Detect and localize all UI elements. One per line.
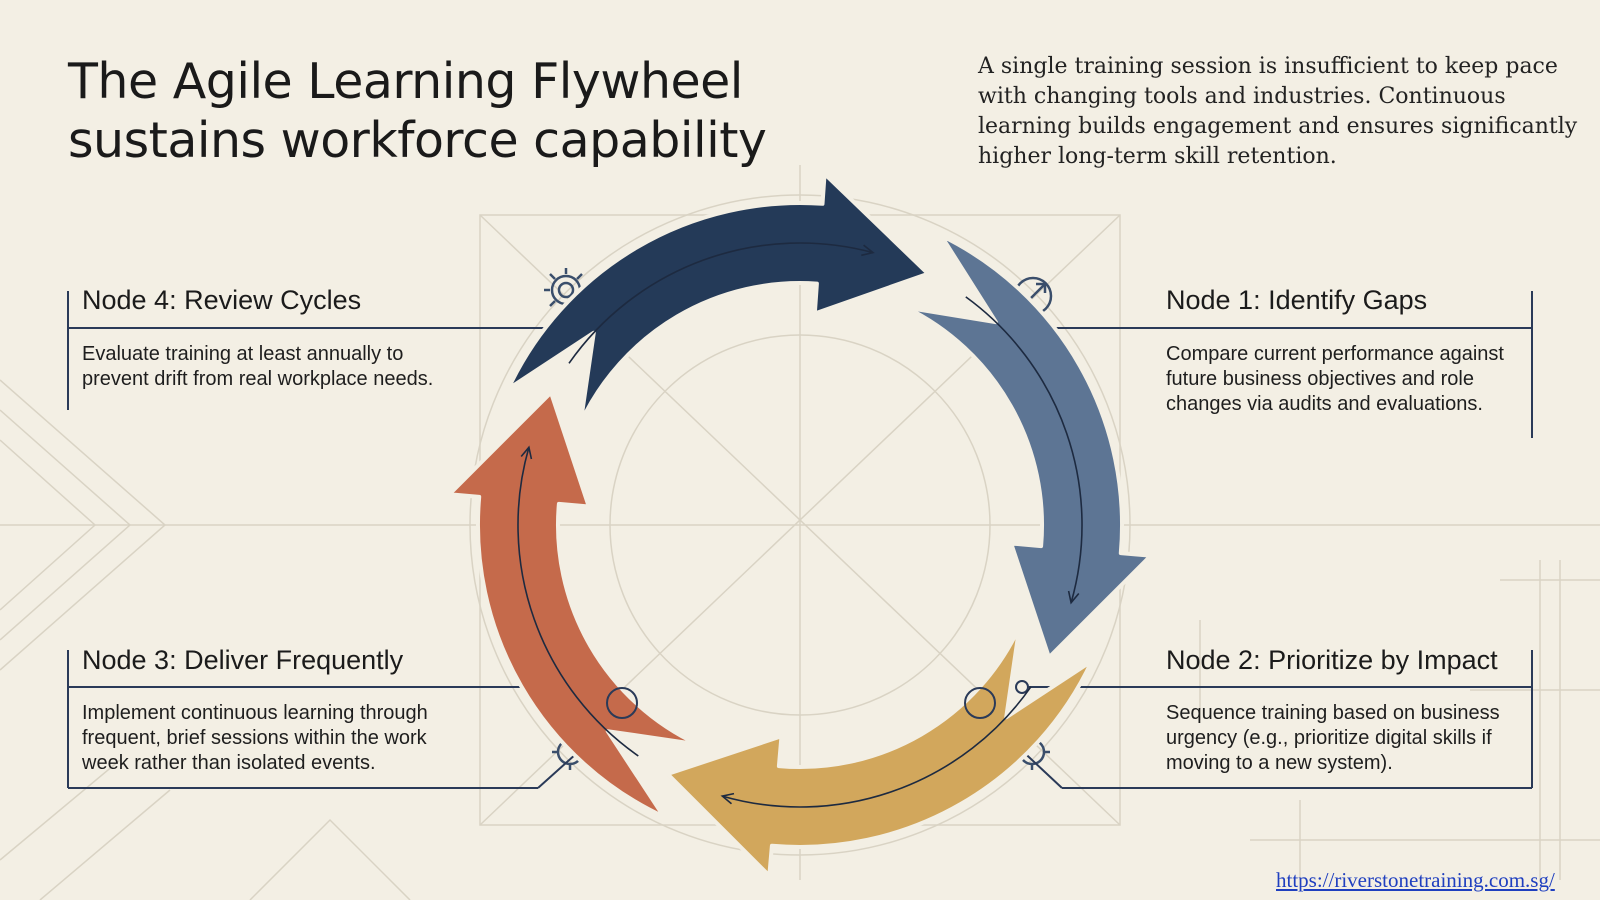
arrow-body xyxy=(904,233,1153,660)
source-link[interactable]: https://riverstonetraining.com.sg/ xyxy=(1276,868,1555,892)
guide-arrow-line xyxy=(722,686,1032,808)
guide-arrow-head xyxy=(720,792,735,805)
guide-arrow-head xyxy=(861,244,875,257)
arrow-segment-node-4 xyxy=(506,171,930,425)
node-1-title: Node 1: Identify Gaps xyxy=(1166,285,1428,315)
guide-arrow-line xyxy=(517,447,639,757)
title-line-2: sustains workforce capability xyxy=(68,112,767,169)
node-2-title: Node 2: Prioritize by Impact xyxy=(1166,645,1498,675)
arrow-segment-node-2 xyxy=(665,625,1094,878)
guide-arrow-head xyxy=(1067,590,1080,605)
target-icon xyxy=(606,687,996,719)
title-line-1: The Agile Learning Flywheel xyxy=(68,53,743,110)
page-title: The Agile Learning Flywheel sustains wor… xyxy=(68,52,888,170)
arrow-body xyxy=(665,625,1094,878)
arrow-segment-node-1 xyxy=(904,233,1153,660)
node-3-description: Implement continuous learning through fr… xyxy=(82,702,428,774)
node-1-description: Compare current performance against futu… xyxy=(1166,343,1504,415)
node-2-description: Sequence training based on business urge… xyxy=(1166,702,1500,774)
guide-arrow-line xyxy=(568,242,874,364)
node-4-title: Node 4: Review Cycles xyxy=(82,285,362,315)
arrow-body xyxy=(506,171,930,425)
node-3-title: Node 3: Deliver Frequently xyxy=(82,645,404,675)
node-4-description: Evaluate training at least annually to p… xyxy=(82,343,434,390)
connectors xyxy=(67,291,1533,789)
guide-arrow-line xyxy=(965,296,1083,603)
arrow-body xyxy=(447,390,700,819)
arrow-segment-node-3 xyxy=(447,390,700,819)
guide-arrow-head xyxy=(520,445,533,460)
intro-text: A single training session is insufficien… xyxy=(978,54,1578,169)
